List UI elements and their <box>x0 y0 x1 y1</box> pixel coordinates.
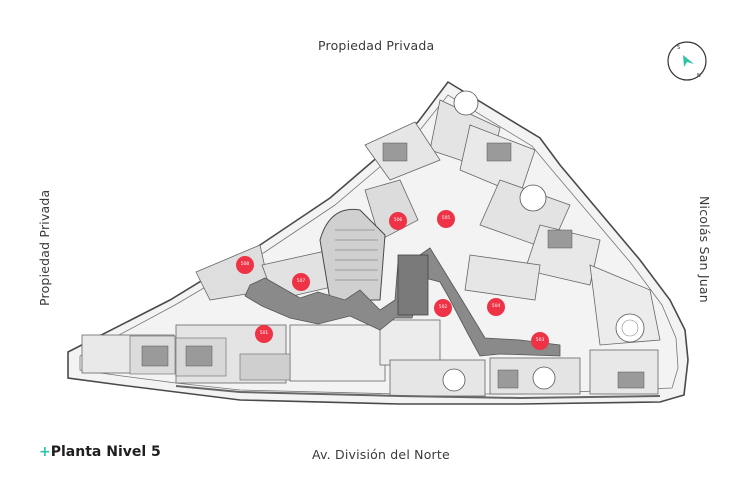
top-street-label: Propiedad Privada <box>318 38 435 53</box>
unit-marker-504[interactable]: 504 <box>487 298 505 316</box>
unit-marker-501[interactable]: 501 <box>255 325 273 343</box>
unit-marker-508[interactable]: 508 <box>236 256 254 274</box>
compass-north: N <box>697 73 701 79</box>
unit-marker-502[interactable]: 502 <box>434 299 452 317</box>
level-title-prefix: + <box>39 444 51 460</box>
unit-marker-507[interactable]: 507 <box>292 273 310 291</box>
unit-marker-505[interactable]: 505 <box>437 210 455 228</box>
compass-icon: S N <box>667 41 707 81</box>
level-title-text: Planta Nivel 5 <box>50 444 161 460</box>
level-title: +Planta Nivel 5 <box>39 444 161 460</box>
bottom-street-label: Av. División del Norte <box>312 447 450 462</box>
unit-marker-506[interactable]: 506 <box>389 212 407 230</box>
compass-south: S <box>677 45 680 51</box>
unit-marker-503[interactable]: 503 <box>531 332 549 350</box>
